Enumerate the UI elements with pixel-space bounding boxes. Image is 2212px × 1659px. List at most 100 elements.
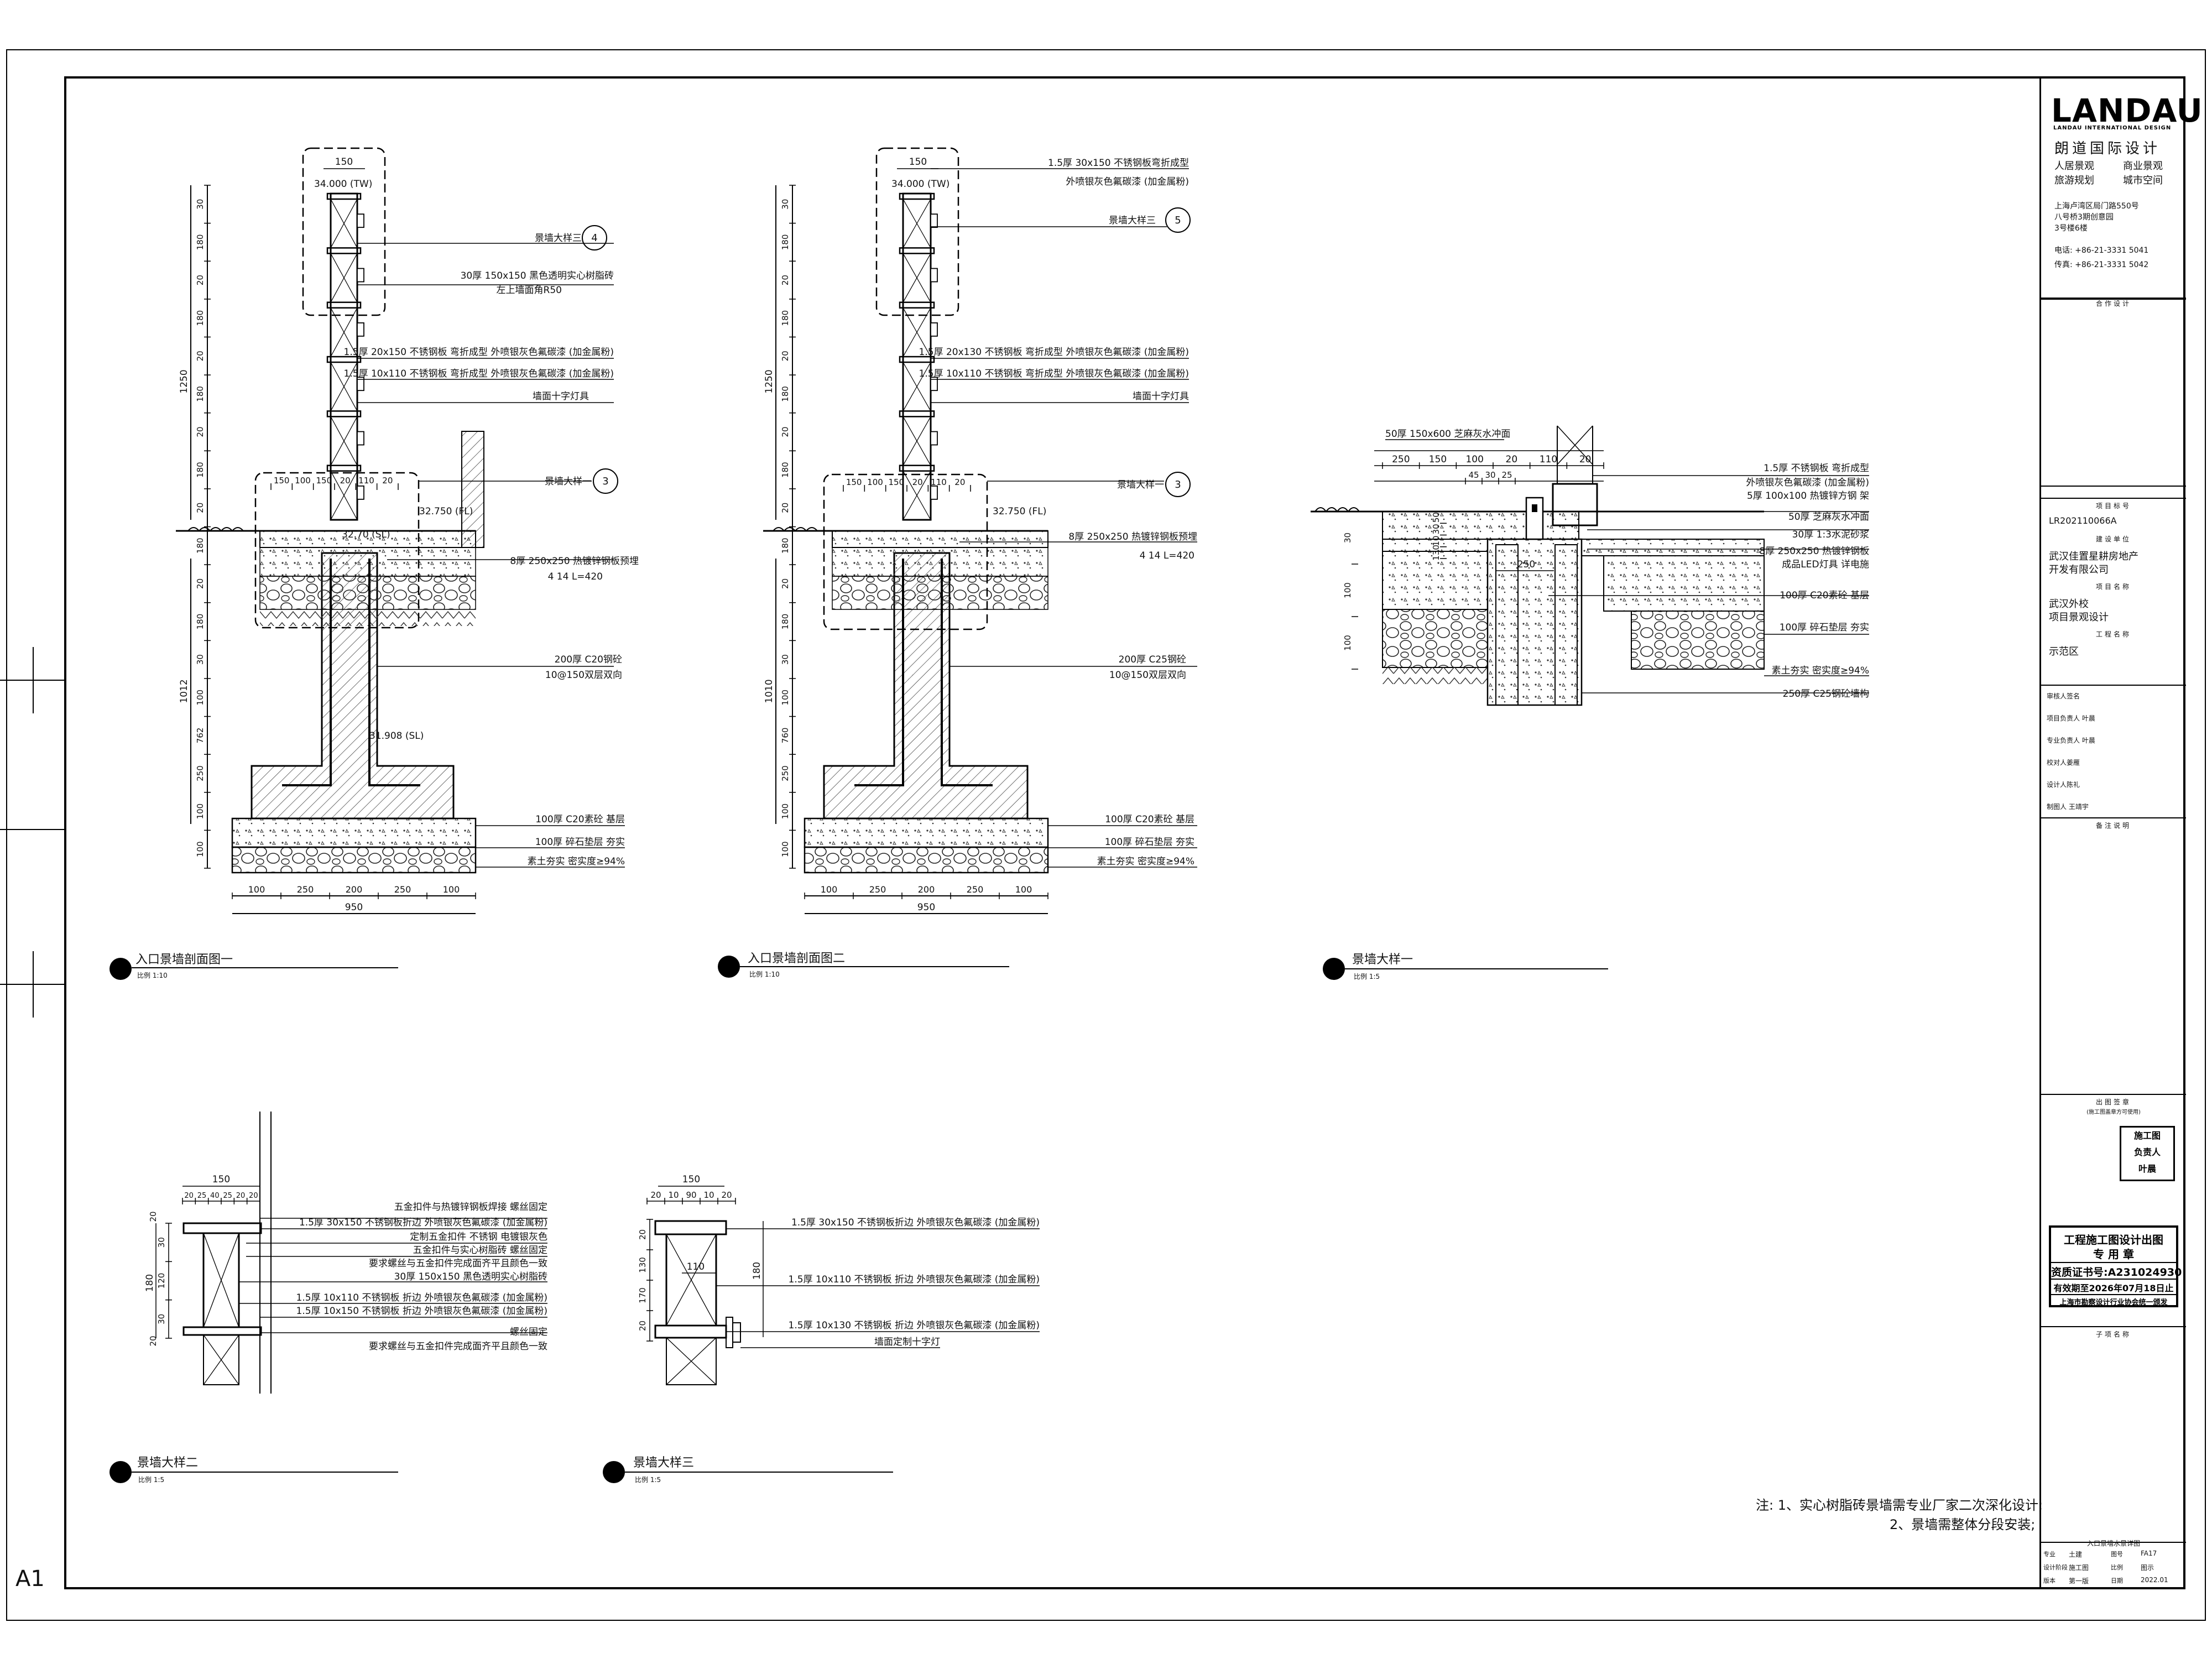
person-seal: 施工图 负责人 叶晨	[2120, 1126, 2175, 1181]
s1-layer-1: 100厚 碎石垫层 夯实	[535, 837, 625, 848]
s1-bottom-total: 950	[345, 902, 363, 913]
s1-left-dim-3: 180	[195, 310, 205, 326]
firm-address-1: 八号桥3期创意园	[2054, 213, 2114, 222]
firm-service-3: 城市空间	[2123, 175, 2163, 186]
seal-char-2: 叶晨	[2138, 1164, 2156, 1174]
s2-left-dim-17: 100	[780, 841, 790, 857]
s2-title: 入口景墙剖面图二	[748, 952, 845, 966]
firm-panel: LANDAU LANDAU INTERNATIONAL DESIGN 朗道国际设…	[2041, 77, 2203, 307]
s2-plate-0: 8厚 250x250 热镀锌钢板预埋	[1068, 531, 1197, 542]
s1-bottom-dim-0: 100	[248, 884, 265, 895]
d3-callout-1: 1.5厚 10x110 不锈钢板 折边 外喷银灰色氟碳漆 (加金属粉)	[789, 1274, 1040, 1285]
roles-panel: 审核人签名 项目负责人 叶晨 专业负责人 叶晨 校对人姜雁 设计人陈礼 制图人 …	[2041, 686, 2186, 818]
d1-left-dim-2: 100	[1343, 635, 1353, 651]
s2-left-dim-8: 20	[780, 503, 790, 513]
d1-left-dim-0: 30	[1343, 533, 1353, 543]
s2-top-dim: 150	[909, 156, 927, 168]
s1-inner-dim-2: 150	[316, 476, 332, 486]
s1-layer-2: 素土夯实 密实度≥94%	[528, 856, 625, 867]
s2-col-light-2	[930, 322, 938, 337]
note-1: 注: 1、实心树脂砖景墙需专业厂家二次深化设计;	[1756, 1498, 2043, 1513]
client-label: 建设单位	[2095, 535, 2131, 543]
s2-inner-dim-2: 150	[889, 477, 905, 487]
s2-callout-1: 外喷银灰色氟碳漆 (加金属粉)	[1066, 176, 1189, 187]
s2-col-brick-x-0	[902, 199, 931, 248]
remarks-label: 备注说明	[2095, 822, 2131, 830]
s2-left-dim-1: 180	[780, 234, 790, 251]
s2-left-dim-2: 20	[780, 275, 790, 285]
s2-callout-3: 1.5厚 10x110 不锈钢板 弯折成型 外喷银灰色氟碳漆 (加金属粉)	[919, 368, 1189, 379]
d1-title: 景墙大样一	[1352, 953, 1413, 967]
s1-bottom-dim-2: 200	[346, 884, 363, 895]
field-v-2: 第一版	[2069, 1577, 2089, 1585]
d2-top-dim-3: 25	[223, 1192, 232, 1200]
client-1: 开发有限公司	[2049, 564, 2109, 576]
s1-col-light-1	[357, 268, 364, 283]
s1-plate-1: 4 14 L=420	[548, 571, 603, 582]
s1-ref2-no: 3	[602, 476, 608, 487]
d1-top-dim-4: 110	[1540, 454, 1557, 465]
d2-callout-0: 五金扣件与热镀锌钢板焊接 螺丝固定	[394, 1202, 547, 1213]
d2-callout-6: 1.5厚 10x110 不锈钢板 折边 外喷银灰色氟碳漆 (加金属粉)	[296, 1292, 547, 1303]
s2-detail-no: 5	[1175, 215, 1181, 226]
s1-left-dim-4: 20	[195, 351, 205, 361]
d1-scale: 比例 1:5	[1354, 973, 1380, 980]
s2-concrete-1: 10@150双层双向	[1109, 670, 1186, 681]
coop-label: 合作设计	[2095, 300, 2131, 307]
s1-col-brick-x-3	[330, 362, 358, 411]
s2-col-light-5	[930, 485, 938, 500]
role-2: 专业负责人 叶晨	[2047, 737, 2095, 744]
s1-col-brick-x-1	[330, 253, 358, 302]
drawing-title: 入口景墙水景详图	[2086, 1540, 2140, 1547]
s2-col-brick-x-4	[902, 416, 931, 466]
s2-col-joint-4	[899, 410, 935, 418]
s2-col-light-1	[930, 268, 938, 283]
field-v2-0: FA17	[2141, 1550, 2157, 1557]
drawing-title-label: 子项名称	[2095, 1331, 2131, 1338]
d2-title: 景墙大样二	[137, 1456, 198, 1470]
s2-col-brick-x-1	[902, 253, 931, 302]
s1-col-joint-3	[326, 356, 362, 363]
field-k2-1: 比例	[2111, 1564, 2123, 1571]
d1-mid-dim-2: 25	[1501, 470, 1512, 480]
s2-col-light-0	[930, 213, 938, 228]
s1-col-brick-x-2	[330, 307, 358, 357]
s1-concrete-1: 10@150双层双向	[545, 670, 622, 681]
s2-col-light-4	[930, 431, 938, 446]
s2-column-bricks	[899, 192, 938, 520]
s2-callout-2: 1.5厚 20x130 不锈钢板 弯折成型 外喷银灰色氟碳漆 (加金属粉)	[919, 347, 1189, 358]
section-one: 3018020180201802018020180201803010076225…	[109, 147, 639, 980]
d2-callout-3: 五金扣件与实心树脂砖 螺丝固定	[413, 1245, 547, 1256]
s2-ref2: 景墙大样一	[1117, 479, 1164, 491]
s1-left-dim-0: 30	[195, 199, 205, 210]
s1-callout-4: 墙面十字灯具	[533, 391, 589, 402]
d2-left-total: 180	[144, 1274, 155, 1292]
firm-service-1: 商业景观	[2123, 160, 2163, 172]
s1-col-joint-5	[326, 465, 362, 472]
d1-mid-dim-0: 45	[1468, 470, 1479, 480]
s2-col-joint-1	[899, 247, 935, 254]
s1-left-dim-1: 180	[195, 234, 205, 251]
d2-callout-2: 定制五金扣件 不锈钢 电镀银灰色	[410, 1232, 547, 1243]
d1-callout-10: 250厚 C25钢砼墙构	[1783, 688, 1869, 700]
project-no-label: 项目标号	[2095, 502, 2131, 510]
s1-col-light-4	[357, 431, 364, 446]
firm-address-2: 3号楼6楼	[2054, 224, 2088, 233]
stamp-line-3: 资质证书号:A231024930	[2051, 1262, 2182, 1279]
s2-left-dim-4: 20	[780, 351, 790, 361]
stamp-line-1: 工程施工图设计出图	[2064, 1233, 2163, 1246]
role-5: 制图人 王靖宇	[2047, 803, 2089, 811]
d1-inner-v-0: 50	[1431, 512, 1441, 523]
firm-name: 朗道国际设计	[2054, 140, 2161, 157]
field-k-0: 专业	[2043, 1551, 2056, 1558]
role-4: 设计人陈礼	[2047, 781, 2080, 789]
s2-bottom-dim-3: 250	[967, 884, 984, 895]
s1-inner-dim-5: 20	[382, 476, 393, 486]
d2-callout-4: 要求螺丝与五金扣件完成面齐平且颜色一致	[369, 1258, 547, 1269]
s1-col-brick-x-5	[330, 471, 358, 520]
s1-left-dims: 3018020180201802018020180201803010076225…	[195, 185, 211, 869]
